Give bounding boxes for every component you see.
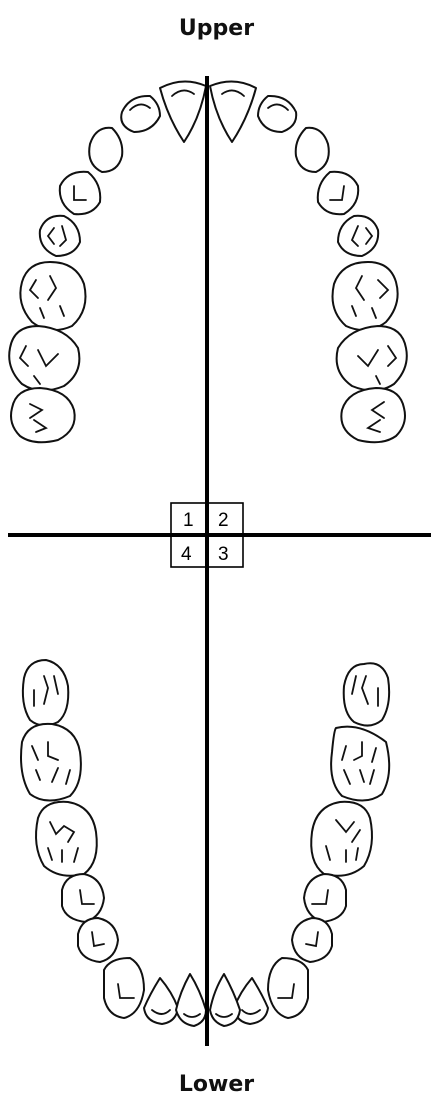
upper-left-third-molar[interactable] xyxy=(341,388,405,442)
upper-left-canine[interactable] xyxy=(296,128,329,172)
upper-left-first-premolar[interactable] xyxy=(318,172,358,214)
lower-left-second-premolar[interactable] xyxy=(304,874,346,922)
lower-left-central-incisor[interactable] xyxy=(210,974,240,1026)
upper-right-second-premolar[interactable] xyxy=(40,216,80,256)
upper-right-first-molar[interactable] xyxy=(20,262,85,330)
lower-right-second-premolar[interactable] xyxy=(62,874,104,922)
lower-left-canine[interactable] xyxy=(268,958,308,1018)
quadrant-label-1: 1 xyxy=(183,510,194,531)
lower-right-third-molar[interactable] xyxy=(23,660,68,726)
lower-right-second-molar[interactable] xyxy=(21,724,81,801)
upper-left-lateral-incisor[interactable] xyxy=(258,96,296,132)
lower-right-first-molar[interactable] xyxy=(36,802,97,876)
upper-left-first-molar[interactable] xyxy=(333,262,398,330)
lower-right-canine[interactable] xyxy=(104,958,144,1018)
lower-left-lateral-incisor[interactable] xyxy=(234,978,268,1024)
lower-right-central-incisor[interactable] xyxy=(176,974,206,1026)
quadrant-key: 1 2 4 3 xyxy=(165,500,249,570)
quadrant-label-3: 3 xyxy=(218,544,229,565)
lower-right-lateral-incisor[interactable] xyxy=(144,978,178,1024)
upper-right-lateral-incisor[interactable] xyxy=(121,96,160,132)
lower-left-second-molar[interactable] xyxy=(331,727,389,801)
upper-right-first-premolar[interactable] xyxy=(60,172,100,214)
upper-right-third-molar[interactable] xyxy=(11,388,75,442)
lower-left-first-premolar[interactable] xyxy=(292,918,332,962)
quadrant-label-4: 4 xyxy=(181,544,192,565)
upper-right-canine[interactable] xyxy=(89,128,122,172)
lower-left-third-molar[interactable] xyxy=(344,663,389,725)
lower-left-first-molar[interactable] xyxy=(311,802,372,876)
lower-right-first-premolar[interactable] xyxy=(78,918,118,962)
quadrant-label-2: 2 xyxy=(218,510,229,531)
